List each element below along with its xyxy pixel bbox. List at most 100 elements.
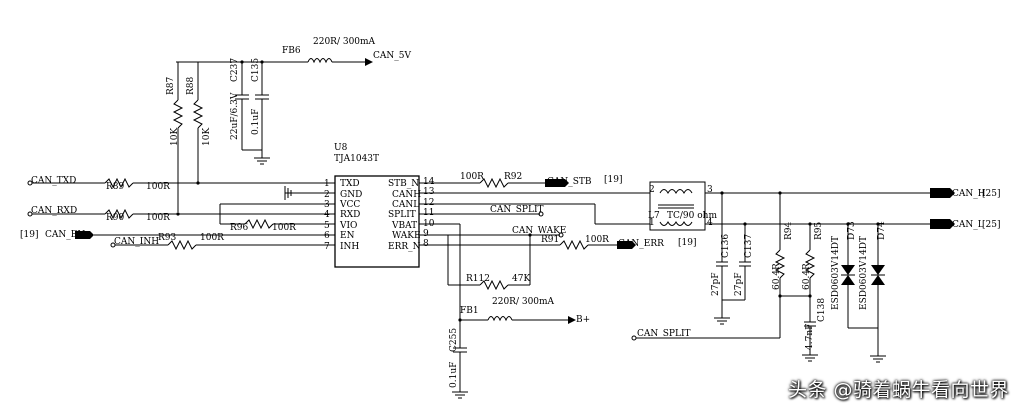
pin-name-inh: INH [340,242,359,252]
can-h-ref: [25] [982,189,1000,199]
ref19-left: [19] [20,230,38,240]
r92-value: 100R [460,172,484,182]
pin-num-13: 13 [423,187,435,197]
r95-ref: R95 [814,221,824,240]
r91-ref: R91 [541,235,559,245]
r87-value: 10K [170,128,180,146]
r95-value: 60.4R [802,263,812,290]
c136-ref: C136 [721,234,731,258]
pin-num-3: 3 [324,200,330,210]
fb6-ref: FB6 [282,46,301,56]
r88-value: 10K [202,128,212,146]
pin-name-split: SPLIT [388,210,416,220]
l7-pin1: 1 [649,218,655,228]
pin-name-vbat: VBAT [391,221,417,231]
r92-ref: R92 [504,172,522,182]
c255-value: 0.1uF [449,362,459,388]
pin-num-12: 12 [423,198,434,208]
pin-name-canh: CANH [392,190,421,200]
ref19-right: [19] [604,175,622,185]
watermark: 头条 @骑着蜗牛看向世界 [787,379,1009,401]
d73-ref: D73 [847,221,857,240]
c138-ref: C138 [817,298,827,322]
r112-ref: R112 [466,274,490,284]
c135-ref: C135 [251,58,261,82]
can-stb-label: CAN_STB [547,177,592,187]
pin-num-1: 1 [324,179,330,189]
pin-name-vio: VIO [339,221,357,231]
can-l-label: CAN_L [952,220,984,230]
pin-name-txd: TXD [340,179,360,189]
ref19-choke: [19] [678,238,696,248]
c137-ref: C137 [744,234,754,258]
c135-value: 0.1uF [251,109,261,135]
ic-part: TJA1043T [334,154,379,164]
c237-value: 22uF/6.3V [230,92,240,140]
pin-name-en: EN [340,231,355,241]
l7-pin4: 4 [707,218,713,228]
pin-name-rxd: RXD [340,210,360,220]
r93-ref: R93 [158,233,177,243]
pin-name-vcc: VCC [339,200,360,210]
pin-name-wake: WAKE [392,231,421,241]
c137-value: 27pF [734,273,744,296]
pin-num-6: 6 [324,231,330,241]
l7-value: TC/90 ohm [667,211,717,221]
can-inh-label: CAN_INH [114,237,159,247]
r93-value: 100R [200,233,224,243]
fb1-ref: FB1 [460,306,479,316]
fb6-value: 220R/ 300mA [313,37,376,47]
can-en-label: CAN_EN [45,230,85,240]
pin-name-gnd: GND [340,190,362,200]
d74-ref: D74 [877,221,887,240]
bplus-label: B+ [576,315,590,325]
r96-value: 100R [272,223,296,233]
c136-value: 27pF [711,273,721,296]
choke-l7: 2 3 1 4 L7 TC/90 ohm [19] [648,181,717,248]
l7-pin2: 2 [649,185,655,195]
right-nets: 100R R92 CAN_STB [19] CAN_SPLIT CAN_WAKE… [419,172,664,399]
can-l-ref: [25] [982,220,1000,230]
can-h-label: CAN_H [952,189,986,199]
left-nets: CAN_TXD R89 100R CAN_RXD R90 100R R96 10… [20,176,335,251]
can-err-label: CAN_ERR [618,239,664,249]
pin-num-14: 14 [423,177,435,187]
r94-ref: R94 [784,221,794,240]
l7-pin3: 3 [707,185,713,195]
pin-name-stb: STB_N [388,179,419,189]
pullups-r87-r88: R87 R88 10K 10K [166,61,212,212]
pin-num-9: 9 [423,229,429,239]
can-split-label: CAN_SPLIT [490,205,544,215]
can-txd-label: CAN_TXD [31,176,76,186]
can-split2-label: CAN_SPLIT [637,329,691,339]
r90-value: 100R [146,213,170,223]
c255-ref: C255 [449,328,459,352]
fb1-value: 220R/ 300mA [492,297,555,307]
ic-u8: U8 TJA1043T TXD GND VCC RXD VIO EN INH 1… [324,143,435,268]
l7-ref: L7 [648,211,660,221]
r96-ref: R96 [230,223,249,233]
r87-ref: R87 [166,76,176,95]
d73-value: ESD0603V14DT [831,236,841,310]
pin-name-canl: CANL [392,200,419,210]
r89-ref: R89 [106,182,125,192]
pin-name-err: ERR_N [388,242,421,252]
r88-ref: R88 [186,76,196,95]
c138-value: 4.7nF [805,324,815,350]
caps-c237-c135: C237 C135 22uF/6.3V 0.1uF [230,58,270,165]
can5v-label: CAN_5V [373,51,411,61]
can-wake-label: CAN_WAKE [512,226,566,236]
r91-value: 100R [585,235,609,245]
d74-value: ESD0603V14DT [859,236,869,310]
pin-num-4: 4 [324,210,330,220]
ic-ref: U8 [334,143,348,153]
can-rxd-label: CAN_RXD [31,206,77,216]
r89-value: 100R [146,182,170,192]
pin-num-8: 8 [423,239,429,249]
pin-num-2: 2 [324,190,330,200]
pin-num-5: 5 [324,221,330,231]
ferrite-fb6: FB6 220R/ 300mA CAN_5V [192,37,411,66]
r94-value: 60.4R [772,263,782,290]
bus-protection: CAN_H [25] CAN_L [25] C136 C137 27pF 27p… [631,188,1000,363]
